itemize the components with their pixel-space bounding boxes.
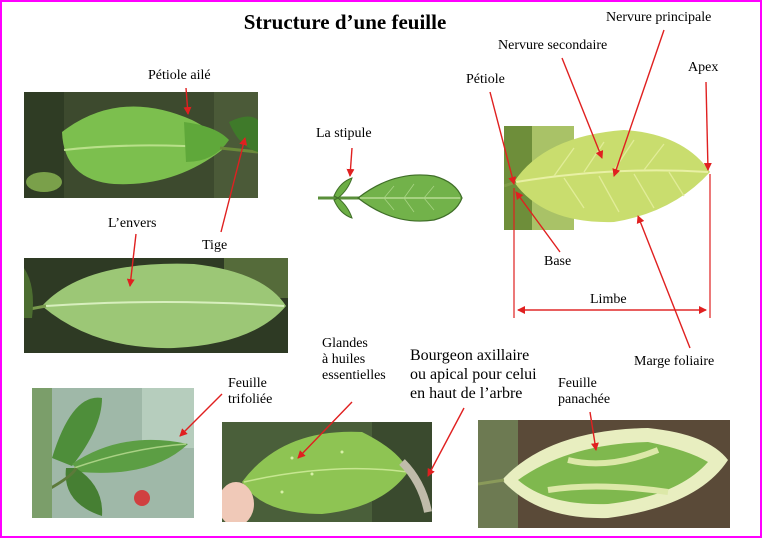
- photo-main-leaf: [504, 126, 710, 230]
- diagram-title: Structure d’une feuille: [243, 10, 447, 34]
- photo-variegated-leaf: [478, 420, 730, 528]
- stipule-drawing: [314, 168, 464, 228]
- photo-leaf-underside: [24, 258, 288, 353]
- label-envers: L’envers: [108, 216, 157, 231]
- label-marge-foliaire: Marge foliaire: [634, 354, 715, 369]
- label-stipule: La stipule: [316, 126, 372, 141]
- label-tige: Tige: [202, 238, 228, 253]
- label-nervure-principale: Nervure principale: [606, 10, 712, 25]
- label-nervure-secondaire: Nervure secondaire: [498, 38, 608, 53]
- photo-trifoliate-leaf: [32, 388, 194, 518]
- label-limbe: Limbe: [590, 292, 627, 307]
- label-petiole: Pétiole: [466, 72, 505, 87]
- label-apex: Apex: [688, 60, 719, 75]
- label-petiole-aile: Pétiole ailé: [148, 68, 211, 83]
- photo-oil-glands-leaf: [222, 422, 432, 522]
- label-base: Base: [544, 254, 572, 269]
- photo-winged-petiole: [24, 92, 258, 198]
